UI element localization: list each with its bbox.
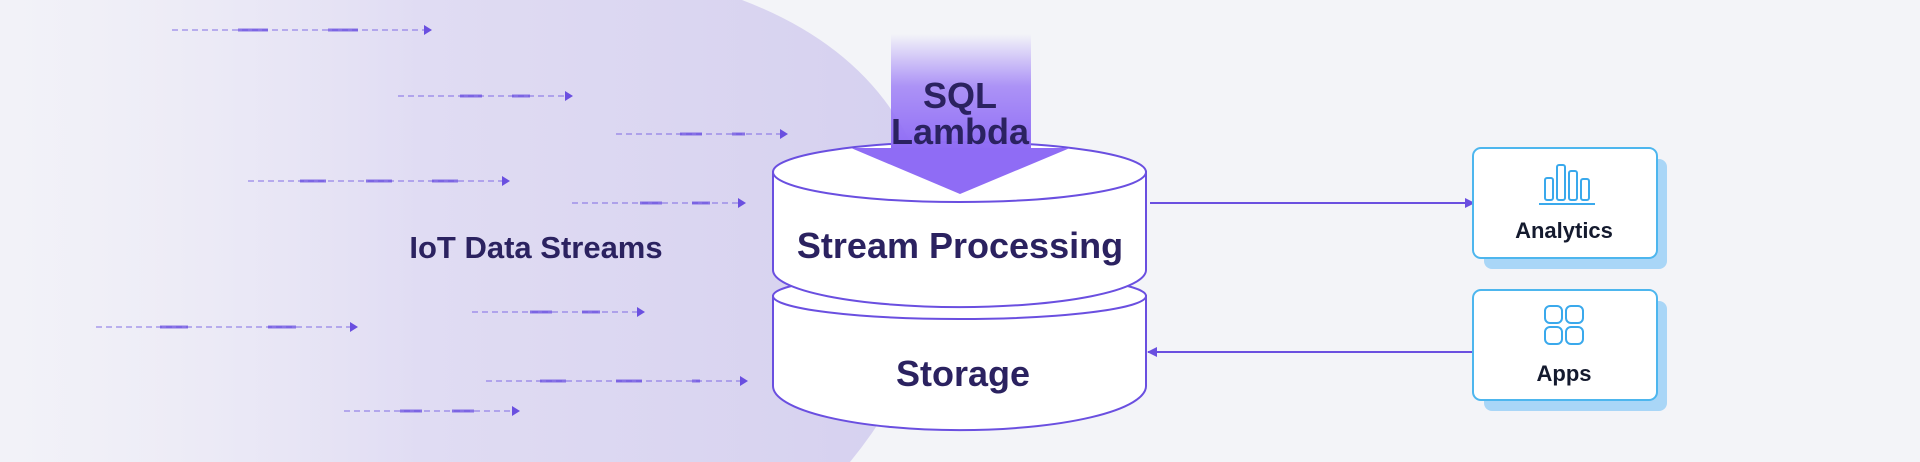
input-label-sql: SQL bbox=[923, 75, 997, 116]
stream-arrow bbox=[172, 25, 432, 35]
stream-processing-cylinder: Stream Processing bbox=[772, 141, 1147, 309]
apps-label: Apps bbox=[1537, 361, 1592, 386]
stream-processing-label: Stream Processing bbox=[797, 225, 1123, 266]
sql-lambda-input-arrow: SQL Lambda bbox=[851, 34, 1070, 194]
stream-arrow bbox=[248, 176, 510, 186]
iot-stream-arrows bbox=[96, 25, 788, 416]
iot-streams-label: IoT Data Streams bbox=[409, 230, 662, 265]
stream-arrow bbox=[486, 376, 748, 386]
stream-arrow bbox=[398, 91, 573, 101]
analytics-card[interactable]: Analytics bbox=[1472, 147, 1667, 269]
input-label-lambda: Lambda bbox=[891, 111, 1030, 152]
stream-arrow bbox=[344, 406, 520, 416]
stream-arrow bbox=[616, 129, 788, 139]
storage-label: Storage bbox=[896, 353, 1030, 394]
analytics-label: Analytics bbox=[1515, 218, 1613, 243]
stream-arrow bbox=[472, 307, 645, 317]
app-grid-icon bbox=[1544, 305, 1584, 345]
stream-fan-background bbox=[0, 0, 935, 462]
apps-card[interactable]: Apps bbox=[1472, 289, 1667, 411]
stream-arrow bbox=[572, 198, 746, 208]
stream-arrow bbox=[96, 322, 358, 332]
bar-chart-icon bbox=[1539, 164, 1595, 205]
